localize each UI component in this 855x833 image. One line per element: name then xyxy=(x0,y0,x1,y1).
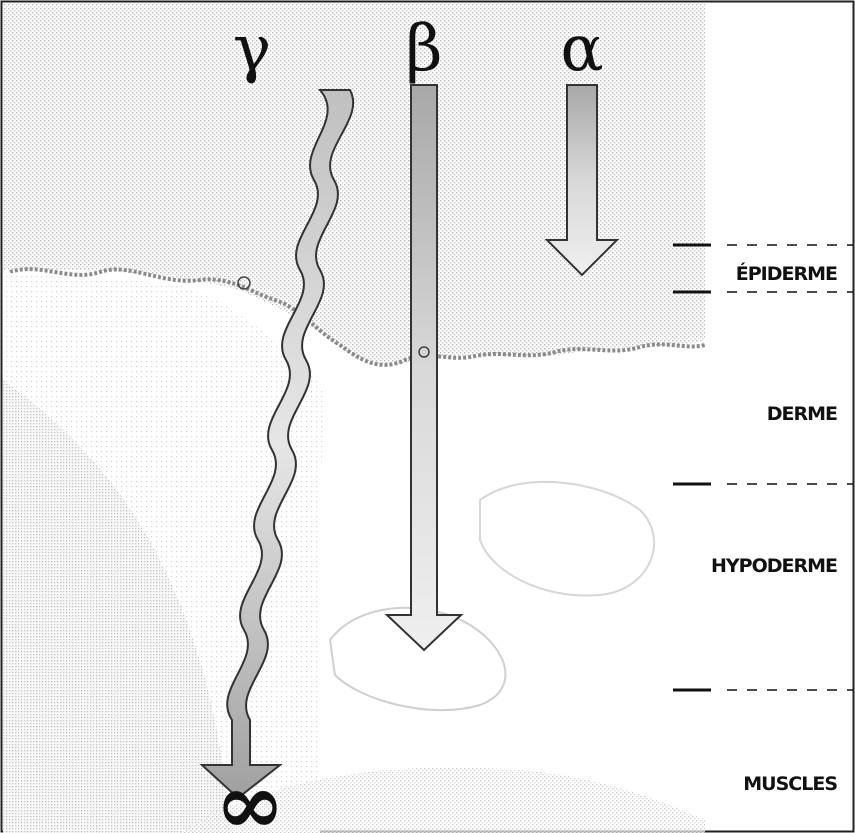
muscles-label: MUSCLES xyxy=(743,773,837,795)
gamma-label: γ xyxy=(233,12,271,86)
beta-label: β xyxy=(406,12,443,86)
alpha-label: α xyxy=(560,12,603,86)
epiderme-label: ÉPIDERME xyxy=(736,262,837,285)
infinity-symbol: ∞ xyxy=(215,754,285,833)
derme-label: DERME xyxy=(767,403,837,425)
hypoderme-label: HYPODERME xyxy=(711,555,837,577)
